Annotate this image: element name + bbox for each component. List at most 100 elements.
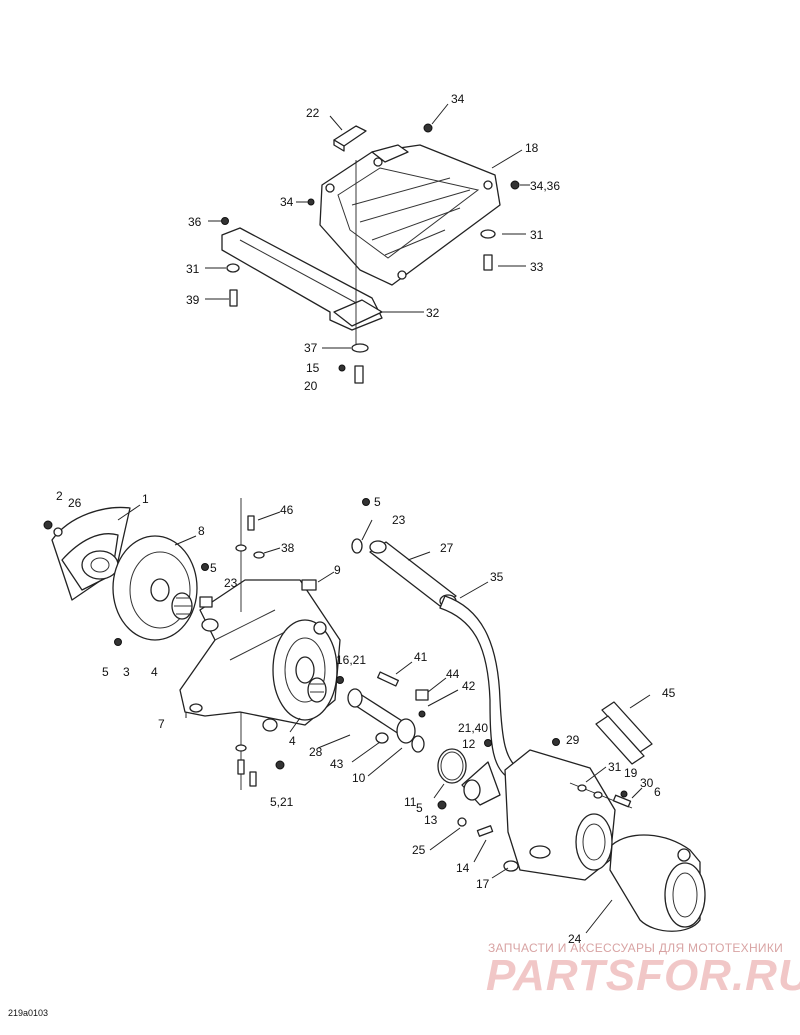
part-5-nut-cone bbox=[437, 800, 447, 810]
callout-19: 19 bbox=[624, 766, 638, 780]
watermark-caption: ЗАПЧАСТИ И АКСЕССУАРЫ ДЛЯ МОТОТЕХНИКИ bbox=[488, 941, 784, 955]
callout-4-left: 4 bbox=[151, 665, 158, 679]
support-plate-assembly bbox=[205, 103, 530, 384]
part-18-plate bbox=[319, 144, 501, 286]
callout-25: 25 bbox=[412, 843, 426, 857]
part-bolt-lower-b bbox=[249, 771, 257, 787]
part-34-36-nut bbox=[510, 180, 520, 190]
callout-39: 39 bbox=[186, 293, 200, 307]
callout-41: 41 bbox=[414, 650, 428, 664]
callout-14: 14 bbox=[456, 861, 470, 875]
callout-20: 20 bbox=[304, 379, 318, 393]
callout-22: 22 bbox=[306, 106, 320, 120]
callout-31-left: 31 bbox=[186, 262, 200, 276]
part-38-washer bbox=[235, 544, 247, 552]
part-41-bolt bbox=[377, 671, 399, 687]
part-31-washer-pump bbox=[577, 784, 587, 792]
callout-29: 29 bbox=[566, 733, 580, 747]
callout-4-right: 4 bbox=[289, 734, 296, 748]
part-6-screw bbox=[612, 794, 632, 808]
callout-11: 11 bbox=[404, 795, 417, 809]
part-12-cone bbox=[461, 761, 501, 806]
part-44-clip bbox=[415, 689, 429, 701]
part-5-nut-left bbox=[114, 638, 122, 646]
callout-5-tube: 5 bbox=[374, 495, 381, 509]
callout-5-21: 5,21 bbox=[270, 795, 294, 809]
part-33-screw bbox=[483, 254, 493, 271]
watermark-logo: PARTSFOR.RU bbox=[486, 951, 800, 1000]
callout-1: 1 bbox=[142, 492, 149, 506]
callout-34-36: 34,36 bbox=[530, 179, 560, 193]
part-38-washer-b bbox=[253, 551, 265, 559]
part-31-washer-right bbox=[480, 229, 496, 239]
part-14-bolt bbox=[476, 825, 494, 837]
callout-26: 26 bbox=[68, 496, 82, 510]
part-16-21-nut bbox=[336, 676, 344, 684]
part-34-nut-left bbox=[307, 198, 315, 206]
part-8-pulley bbox=[112, 535, 198, 641]
callout-13: 13 bbox=[424, 813, 438, 827]
callout-10: 10 bbox=[352, 771, 366, 785]
callout-7: 7 bbox=[158, 717, 165, 731]
part-11-oring bbox=[437, 748, 467, 784]
part-29-nut bbox=[552, 738, 560, 746]
part-21-40-nut bbox=[484, 739, 492, 747]
callout-38: 38 bbox=[281, 541, 295, 555]
callout-33: 33 bbox=[530, 260, 544, 274]
part-bolt-lower bbox=[237, 759, 245, 775]
part-39-screw bbox=[229, 289, 238, 307]
callout-23-upper: 23 bbox=[224, 576, 238, 590]
callout-23-tube: 23 bbox=[392, 513, 406, 527]
callout-45: 45 bbox=[662, 686, 676, 700]
callout-16-21: 16,21 bbox=[336, 653, 366, 667]
callout-27: 27 bbox=[440, 541, 454, 555]
callout-8: 8 bbox=[198, 524, 205, 538]
callout-42: 42 bbox=[462, 679, 476, 693]
part-4-gear-left bbox=[171, 592, 193, 620]
part-30-nut bbox=[620, 790, 628, 798]
callout-2: 2 bbox=[56, 489, 63, 503]
part-37-washer bbox=[351, 343, 369, 353]
part-19-washer bbox=[593, 791, 603, 799]
callout-32: 32 bbox=[426, 306, 440, 320]
part-26-washer bbox=[53, 527, 63, 537]
callout-44: 44 bbox=[446, 667, 460, 681]
callout-12: 12 bbox=[462, 737, 476, 751]
callout-30: 30 bbox=[640, 776, 654, 790]
part-15-nut bbox=[338, 364, 346, 372]
part-5-nut-tube bbox=[362, 498, 370, 506]
callout-28: 28 bbox=[309, 745, 323, 759]
callout-5-upper: 5 bbox=[210, 561, 217, 575]
callout-43: 43 bbox=[330, 757, 344, 771]
callout-31-right: 31 bbox=[530, 228, 544, 242]
callout-35: 35 bbox=[490, 570, 504, 584]
callout-36: 36 bbox=[188, 215, 202, 229]
part-34-nut bbox=[423, 123, 433, 133]
part-7-housing bbox=[179, 579, 341, 732]
callout-24: 24 bbox=[568, 932, 582, 946]
part-10-shaft bbox=[347, 688, 425, 753]
part-washer-lower bbox=[235, 744, 247, 752]
callout-17: 17 bbox=[476, 877, 490, 891]
part-5-21-nut bbox=[275, 760, 285, 770]
part-5-nut-top bbox=[201, 563, 209, 571]
part-32-bracket bbox=[221, 227, 383, 331]
part-42-nut bbox=[418, 710, 426, 718]
part-22-block bbox=[333, 125, 367, 152]
drive-assembly bbox=[43, 498, 706, 934]
part-45-rods bbox=[595, 701, 653, 765]
part-9-sleeve bbox=[301, 579, 317, 591]
callout-5-left: 5 bbox=[102, 665, 109, 679]
part-36-nut bbox=[221, 217, 229, 225]
callout-31-pump: 31 bbox=[608, 760, 622, 774]
callout-15: 15 bbox=[306, 361, 320, 375]
part-25-nut bbox=[457, 817, 467, 827]
part-46-bolt bbox=[247, 515, 255, 531]
part-20-screw bbox=[354, 365, 364, 384]
callout-21-40: 21,40 bbox=[458, 721, 488, 735]
callout-37: 37 bbox=[304, 341, 318, 355]
part-4-gear-right bbox=[307, 677, 327, 703]
part-24-pump-housing bbox=[503, 749, 706, 932]
callout-5-cone: 5 bbox=[416, 801, 423, 815]
